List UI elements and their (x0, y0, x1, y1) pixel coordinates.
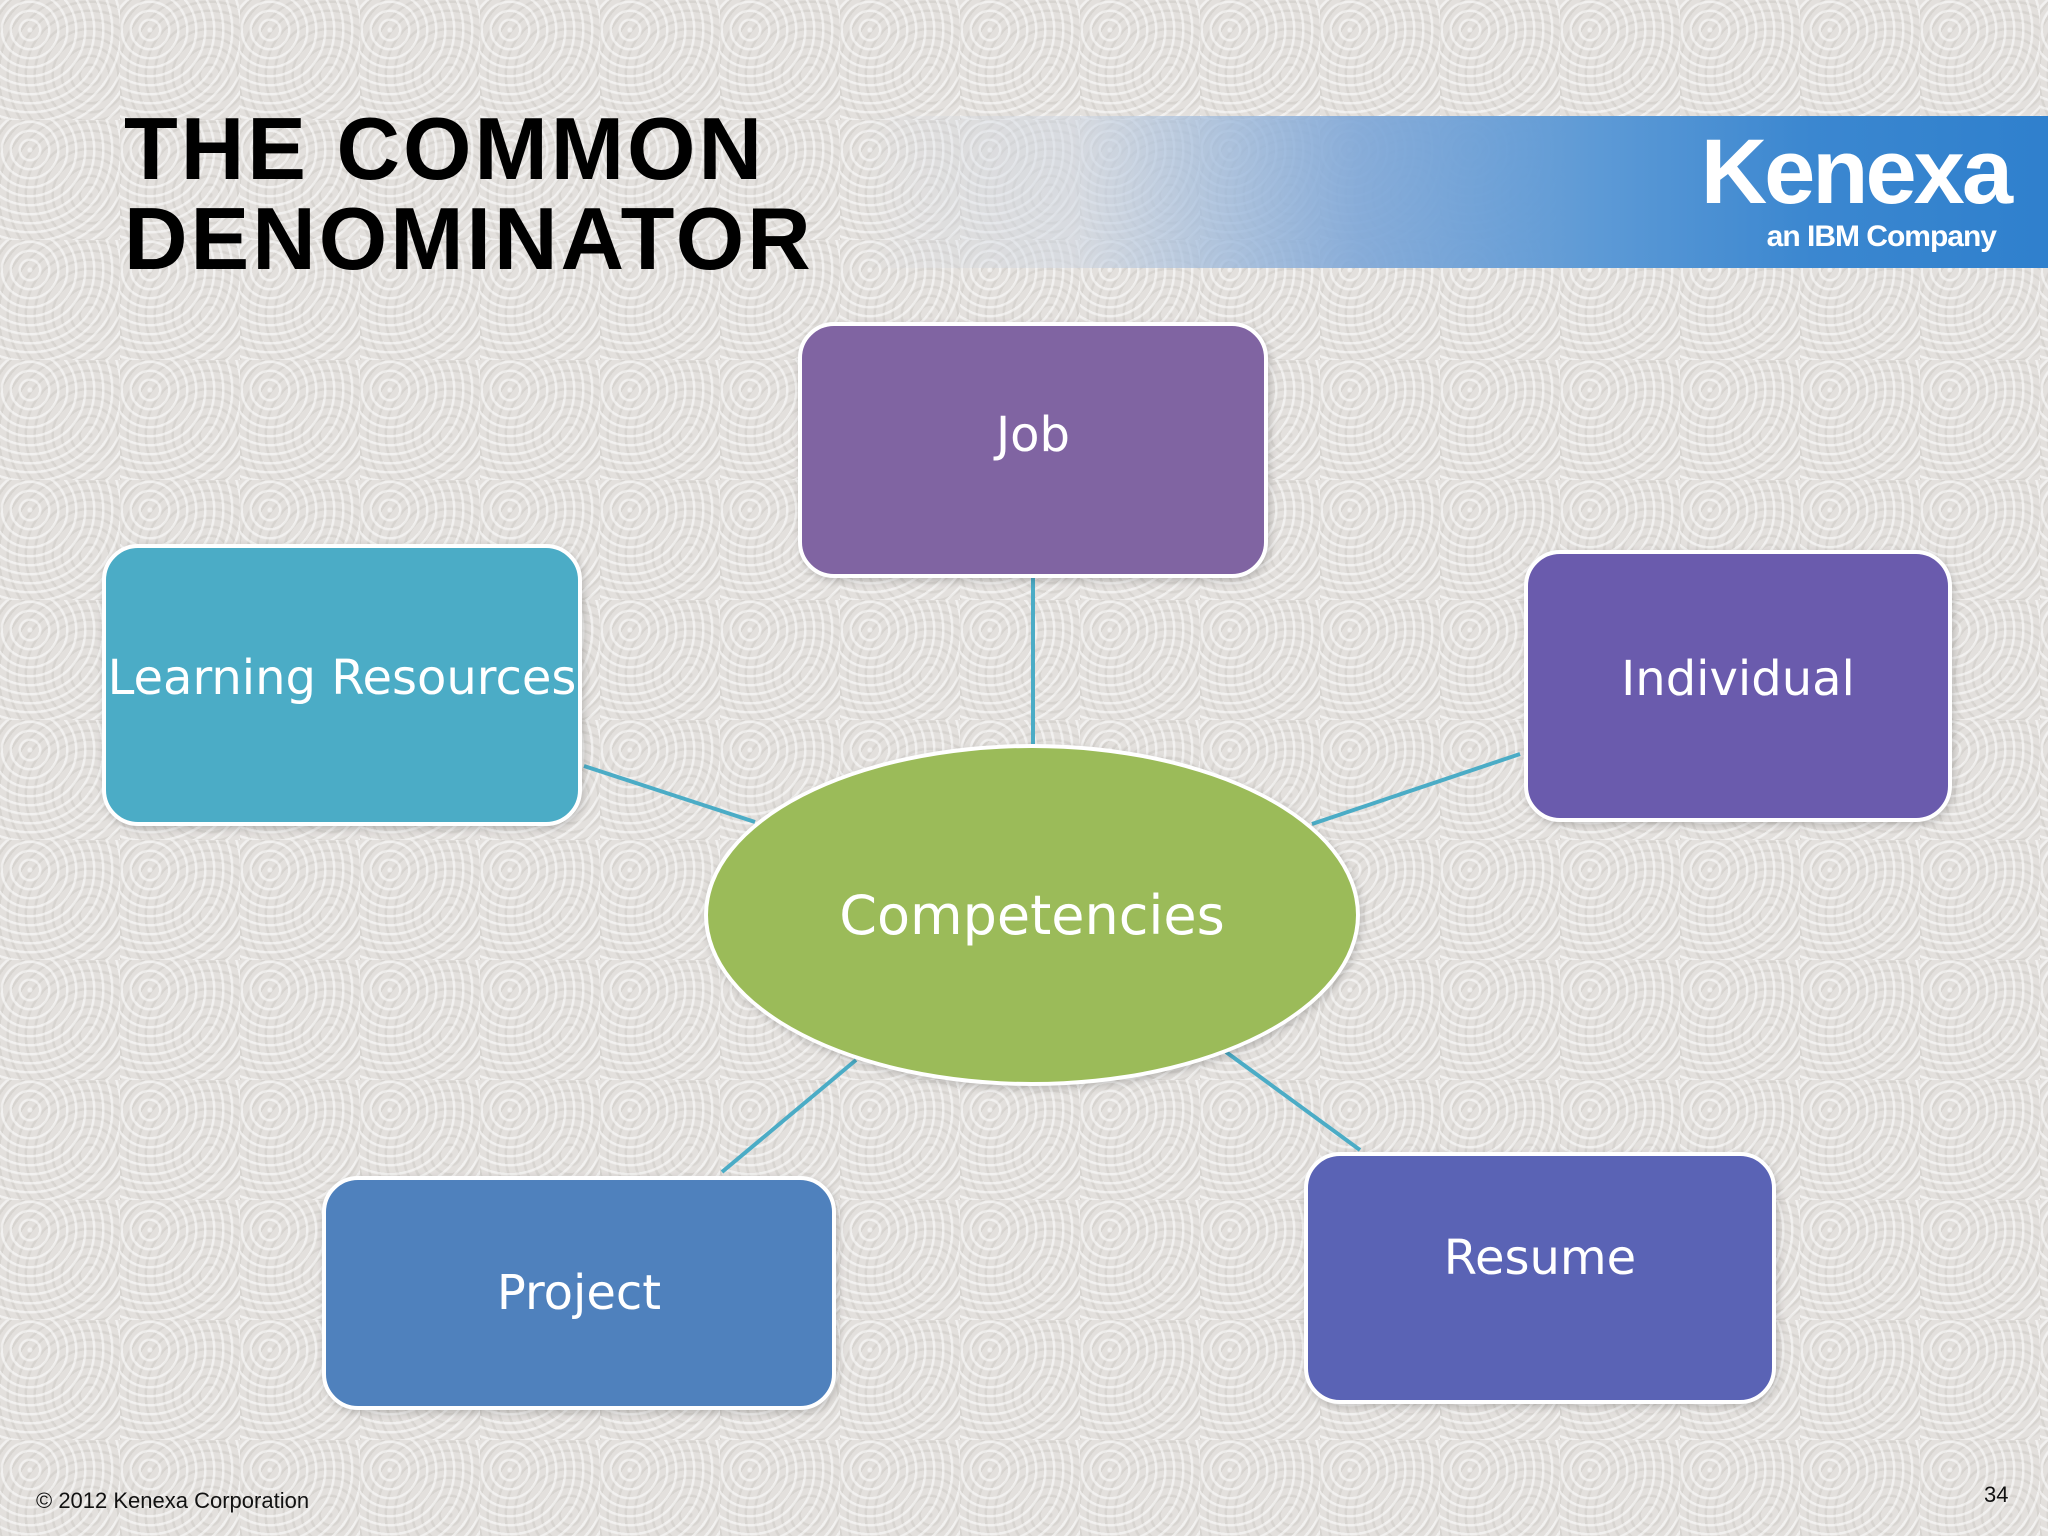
logo-tagline: an IBM Company (1766, 220, 1997, 253)
footer-page-number: 34 (1984, 1482, 2009, 1507)
connector-learning (583, 764, 756, 824)
connector-project (720, 1058, 858, 1174)
header-banner (860, 116, 2048, 268)
center-node-competencies: Competencies (704, 744, 1360, 1086)
node-resume: Resume (1304, 1152, 1776, 1404)
footer-copyright: © 2012 Kenexa Corporation (36, 1488, 310, 1513)
node-resume-label: Resume (1443, 1230, 1637, 1286)
node-individual-label: Individual (1621, 651, 1855, 707)
connector-individual (1311, 752, 1521, 826)
node-learning-resources: Learning Resources (102, 544, 582, 826)
node-individual: Individual (1524, 550, 1952, 822)
center-node-label: Competencies (839, 883, 1225, 947)
node-job-label: Job (996, 407, 1070, 463)
node-project: Project (322, 1176, 836, 1410)
kenexa-logo: Kenexa an IBM Company (1640, 121, 2013, 264)
connector-resume (1224, 1050, 1362, 1152)
slide-title-line-1: THE COMMON (124, 99, 766, 198)
node-job: Job (798, 322, 1268, 578)
slide-title-line-2: DENOMINATOR (124, 189, 814, 288)
logo-wordmark: Kenexa (1700, 121, 2013, 223)
slide-title: THE COMMON DENOMINATOR (124, 104, 814, 284)
node-learning-resources-label: Learning Resources (107, 650, 577, 706)
node-project-label: Project (496, 1265, 662, 1321)
